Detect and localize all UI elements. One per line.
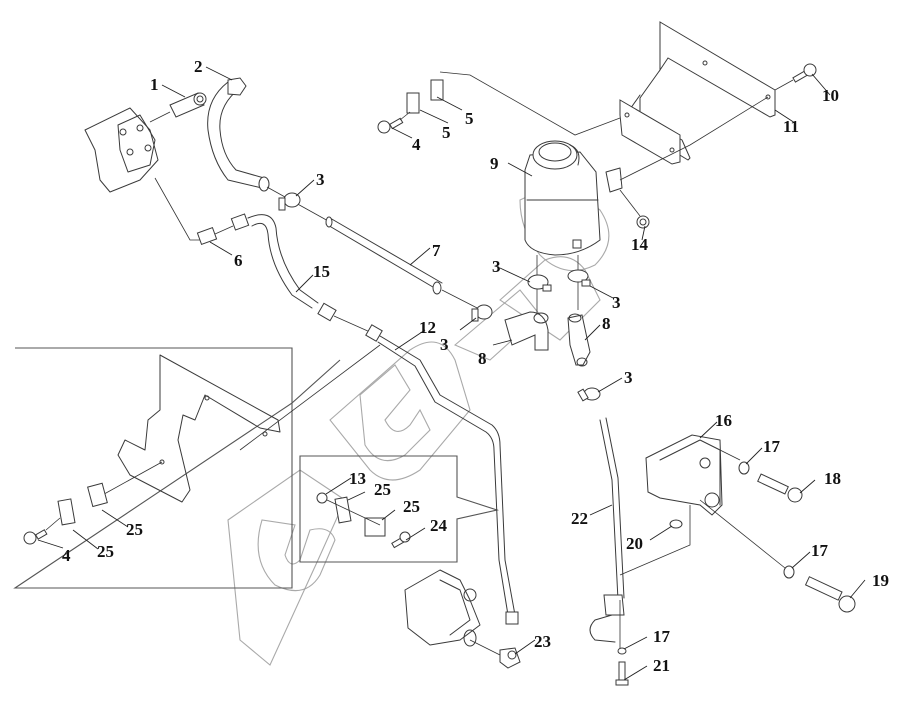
callout-14: 14 (631, 235, 649, 254)
callout-24: 24 (430, 516, 448, 535)
callout-3: 3 (612, 293, 621, 312)
socket-head-screw (804, 576, 856, 613)
fitting-adapter (149, 92, 207, 123)
callout-8: 8 (478, 349, 487, 368)
hose-clamp (577, 387, 601, 402)
callout-9: 9 (490, 154, 499, 173)
pump (619, 434, 786, 576)
callout-5: 5 (442, 123, 451, 142)
hose-clamp (471, 304, 493, 322)
callout-labels: 1 2 3 3 3 3 3 4 4 5 5 6 7 8 8 9 10 11 12… (62, 57, 889, 675)
callout-20: 20 (626, 534, 643, 553)
inset-frame-bracket (13, 347, 341, 589)
callout-8: 8 (602, 314, 611, 333)
hose-clamp (278, 192, 301, 211)
callout-3: 3 (316, 170, 325, 189)
elbow-fitting (499, 647, 521, 669)
callout-5: 5 (465, 109, 474, 128)
callout-6: 6 (234, 251, 243, 270)
callout-3: 3 (440, 335, 449, 354)
elbow-hose (567, 313, 591, 367)
clip-assembly-upper (377, 79, 444, 134)
hose-clamp (567, 269, 591, 287)
callout-3: 3 (492, 257, 501, 276)
callout-4: 4 (62, 546, 71, 565)
callout-15: 15 (313, 262, 330, 281)
reservoir (524, 140, 601, 320)
bolt (615, 661, 629, 686)
callout-17: 17 (653, 627, 671, 646)
valve-block (84, 107, 205, 241)
callout-2: 2 (194, 57, 203, 76)
washer (617, 461, 795, 655)
corrugated-hose-lower (247, 214, 371, 333)
callout-18: 18 (824, 469, 841, 488)
tube (325, 216, 486, 313)
callout-13: 13 (349, 469, 366, 488)
hose-clamp (527, 274, 552, 292)
lower-pump (404, 569, 501, 656)
inset-frame-clamp (299, 455, 500, 563)
callout-25: 25 (403, 497, 420, 516)
callout-4: 4 (412, 135, 421, 154)
callout-19: 19 (872, 571, 889, 590)
callout-22: 22 (571, 509, 588, 528)
elbow-hose (504, 311, 549, 351)
callout-25: 25 (97, 542, 114, 561)
callout-16: 16 (715, 411, 732, 430)
callout-10: 10 (822, 86, 839, 105)
corrugated-hose-upper (207, 77, 331, 223)
watermark-logo (227, 191, 610, 666)
leader-lines (37, 66, 866, 681)
callout-12: 12 (419, 318, 436, 337)
bolt (774, 63, 817, 91)
inset-clamp (316, 492, 411, 549)
callout-21: 21 (653, 656, 670, 675)
suction-line (589, 417, 625, 650)
callout-11: 11 (783, 117, 799, 136)
mounting-bracket (439, 21, 776, 193)
callout-25: 25 (126, 520, 143, 539)
inset-bracket (23, 354, 281, 545)
callout-17: 17 (811, 541, 829, 560)
fitting (196, 213, 250, 246)
callout-25: 25 (374, 480, 391, 499)
callout-23: 23 (534, 632, 551, 651)
callout-1: 1 (150, 75, 159, 94)
flange-nut (619, 189, 650, 229)
callout-7: 7 (432, 241, 441, 260)
socket-head-screw (757, 473, 803, 503)
o-ring (669, 519, 683, 529)
pressure-line (239, 324, 519, 625)
callout-17: 17 (763, 437, 781, 456)
callout-3: 3 (624, 368, 633, 387)
